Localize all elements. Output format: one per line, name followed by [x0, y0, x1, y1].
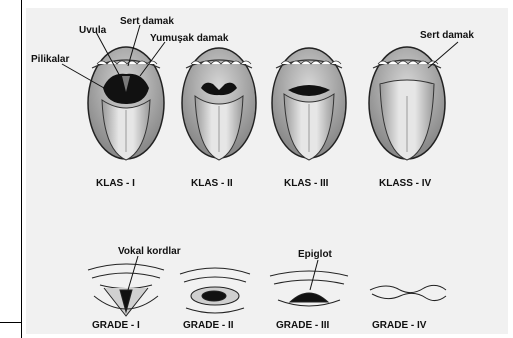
label-hard-palate: Sert damak — [120, 16, 174, 27]
label-pillars: Pilikalar — [31, 54, 69, 65]
class-label-3: KLAS - III — [284, 178, 329, 189]
glottis-grade-1 — [88, 264, 164, 316]
leader-lines-bottom — [128, 256, 318, 290]
mouth-class-2 — [182, 48, 256, 160]
mouth-class-4 — [369, 47, 445, 160]
class-label-2: KLAS - II — [191, 178, 233, 189]
grade-label-2: GRADE - II — [183, 320, 234, 331]
label-uvula: Uvula — [79, 25, 107, 36]
grade-label-3: GRADE - III — [276, 320, 330, 331]
mouth-class-3 — [272, 48, 346, 160]
glottis-grade-3 — [270, 271, 348, 306]
label-hard-palate-right: Sert damak — [420, 30, 474, 41]
class-label-1: KLAS - I — [96, 178, 135, 189]
grade-label-4: GRADE - IV — [372, 320, 427, 331]
mouth-class-1 — [88, 47, 164, 160]
glottis-grade-4 — [370, 285, 446, 300]
label-soft-palate: Yumuşak damak — [150, 33, 229, 44]
class-label-4: KLASS - IV — [379, 178, 432, 189]
glottis-grade-2 — [180, 268, 250, 313]
label-epiglottis: Epiglot — [298, 249, 333, 260]
label-vocal-cords: Vokal kordlar — [118, 246, 181, 257]
grade-label-1: GRADE - I — [92, 320, 140, 331]
